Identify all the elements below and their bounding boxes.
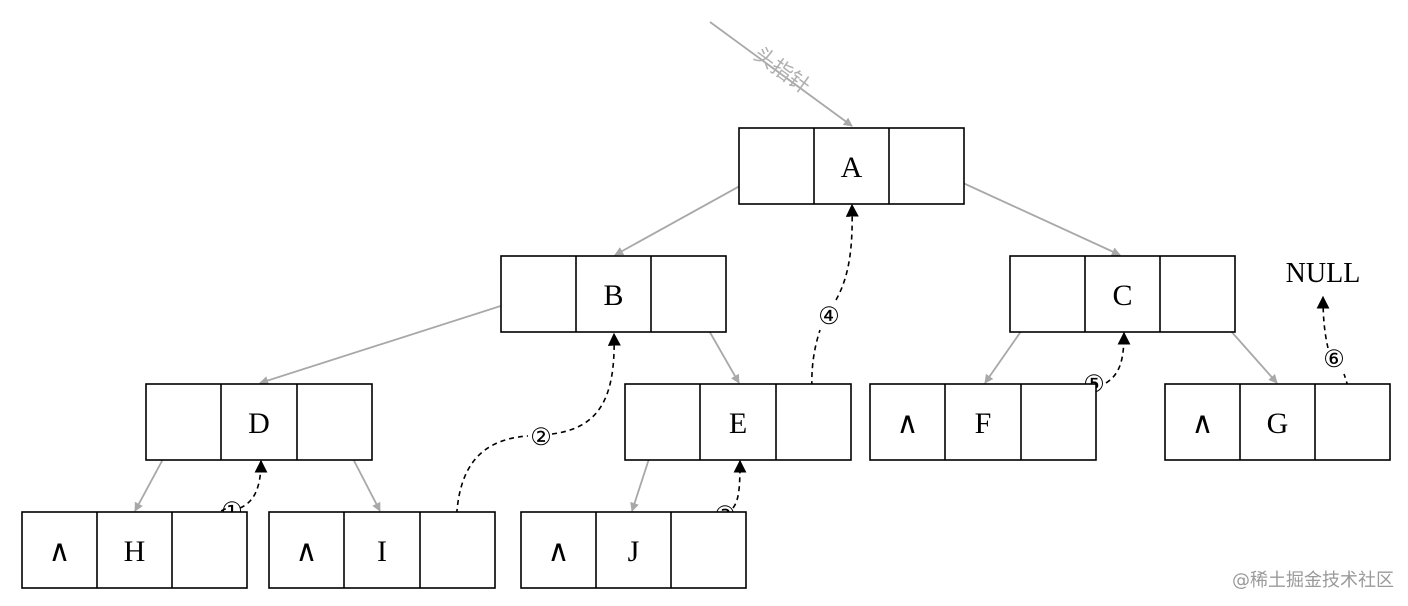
thread-2-head (551, 332, 621, 435)
thread-2-tail (455, 435, 529, 551)
node-i: ∧ I (268, 511, 496, 589)
node-j: ∧ J (520, 511, 747, 589)
node-d: D (145, 383, 373, 461)
node-b: B (500, 255, 727, 333)
node-a-value: A (841, 151, 863, 184)
node-f-left-field: ∧ (897, 407, 919, 440)
thread-6-head (1316, 295, 1330, 349)
node-f: ∧ F (869, 383, 1097, 461)
head-pointer-arrow (709, 21, 853, 127)
node-j-value: J (628, 535, 640, 568)
node-c: C (1009, 255, 1236, 333)
thread-label-2: ② (530, 423, 552, 451)
edge-b-d (259, 293, 539, 385)
head-pointer: 头指针 (709, 21, 853, 127)
node-h-value: H (124, 535, 146, 568)
node-g-left-field: ∧ (1192, 407, 1214, 440)
node-j-left-field: ∧ (548, 535, 570, 568)
node-e: E (624, 383, 852, 461)
watermark: @稀土掘金技术社区 (1232, 570, 1394, 591)
node-a: A (738, 127, 965, 205)
head-pointer-label: 头指针 (750, 42, 815, 98)
thread-4-head (835, 203, 859, 301)
thread-3-head (732, 459, 747, 509)
thread-label-4: ④ (818, 302, 840, 330)
thread-5-head (1105, 331, 1131, 384)
null-label: NULL (1286, 258, 1361, 289)
node-i-value: I (377, 535, 387, 568)
node-i-left-field: ∧ (296, 535, 318, 568)
node-c-value: C (1112, 279, 1132, 312)
node-h-left-field: ∧ (49, 535, 71, 568)
node-g: ∧ G (1164, 383, 1391, 461)
node-b-value: B (603, 279, 623, 312)
node-e-value: E (729, 407, 747, 440)
thread-label-6: ⑥ (1323, 345, 1345, 373)
node-g-value: G (1267, 407, 1289, 440)
node-h: ∧ H (21, 511, 248, 589)
node-f-value: F (975, 407, 992, 440)
thread-1-head (239, 459, 268, 509)
node-d-value: D (248, 407, 270, 440)
